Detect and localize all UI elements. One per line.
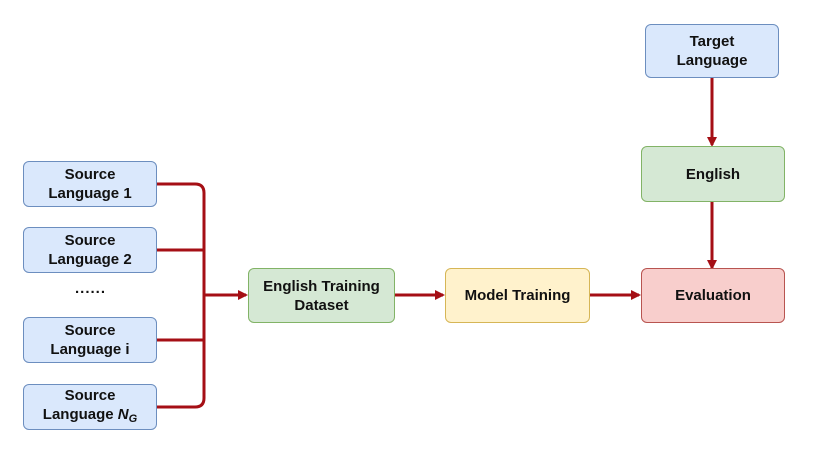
ellipsis-label: ...... xyxy=(75,280,107,297)
node-english-training-dataset: English Training Dataset xyxy=(248,268,395,323)
node-target-language: Target Language xyxy=(645,24,779,78)
node-model-training: Model Training xyxy=(445,268,590,323)
math-subscript-g: G xyxy=(128,412,138,425)
edge-source-1-to-bus xyxy=(157,182,206,295)
node-evaluation: Evaluation xyxy=(641,268,785,323)
node-source-language-2-line1: Source xyxy=(64,232,116,249)
node-model-training-label: Model Training xyxy=(464,287,571,304)
node-source-language-i-line1: Source xyxy=(64,322,116,339)
node-source-language-1-line1: Source xyxy=(64,166,116,183)
node-english: English xyxy=(641,146,785,202)
math-n: N xyxy=(117,405,129,423)
node-target-language-line2: Language xyxy=(676,52,748,69)
node-source-language-2: Source Language 2 xyxy=(23,227,157,273)
node-source-language-ng-prefix: Language xyxy=(42,405,118,423)
edge-source-ng-to-bus xyxy=(157,295,206,409)
node-source-language-i: Source Language i xyxy=(23,317,157,363)
node-source-language-2-line2: Language 2 xyxy=(48,251,132,268)
node-source-language-i-line2: Language i xyxy=(50,341,130,358)
node-english-label: English xyxy=(685,165,741,183)
node-evaluation-label: Evaluation xyxy=(675,287,751,304)
node-source-language-ng: Source Language NG xyxy=(23,384,157,430)
node-english-training-dataset-line1: English Training xyxy=(263,277,380,295)
node-target-language-line1: Target xyxy=(689,33,735,50)
node-source-language-1-line2: Language 1 xyxy=(48,185,132,202)
node-source-language-ng-line2: Language NG xyxy=(43,405,137,429)
node-english-training-dataset-line2: Dataset xyxy=(294,296,349,314)
node-source-language-ng-line1: Source xyxy=(64,386,116,404)
node-source-language-1: Source Language 1 xyxy=(23,161,157,207)
